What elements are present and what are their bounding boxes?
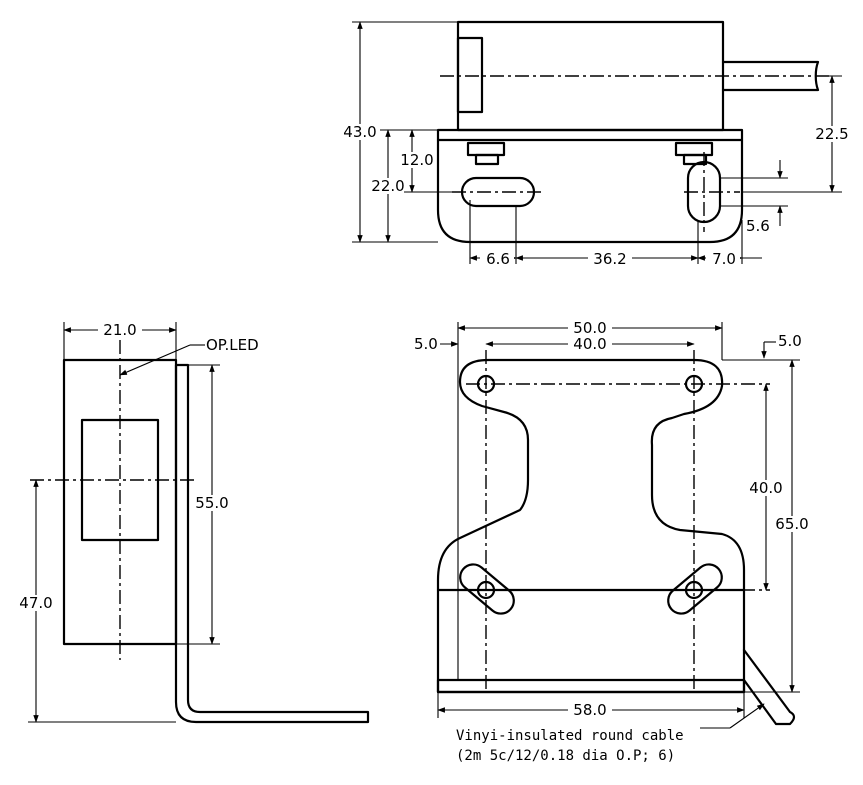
dim-40-top-label: 40.0 (573, 335, 606, 353)
dim-7-label: 7.0 (712, 250, 736, 268)
cable-note-line2: (2m 5c/12/0.18 dia O.P; 6) (456, 748, 675, 764)
dim-22-label: 22.0 (371, 177, 404, 195)
bracket-outline (436, 358, 746, 694)
slot-right (667, 563, 723, 615)
dim-21-label: 21.0 (103, 321, 136, 339)
dim-36-2-label: 36.2 (593, 250, 626, 268)
cable (742, 648, 796, 726)
dim-6-6-label: 6.6 (486, 250, 510, 268)
side-view: 21.0 OP.LED 55.0 47.0 (16, 321, 370, 724)
dim-47-label: 47.0 (19, 594, 52, 612)
dim-40-right-label: 40.0 (749, 479, 782, 497)
side-bracket (174, 363, 370, 724)
bracket-bottom-strip (436, 678, 746, 694)
dim-12-label: 12.0 (400, 151, 433, 169)
dim-5-right-label: 5.0 (778, 332, 802, 350)
dim-50-label: 50.0 (573, 319, 606, 337)
nut-left (466, 141, 506, 166)
dim-22-5-label: 22.5 (815, 125, 848, 143)
bracket-plate (436, 138, 744, 244)
dim-58-label: 58.0 (573, 701, 606, 719)
dim-5-left-label: 5.0 (414, 335, 438, 353)
slot-left (459, 563, 515, 615)
dim-5-6-label: 5.6 (746, 217, 770, 235)
sensor-end-cap (456, 36, 484, 114)
top-view: 43.0 22.0 12.0 22.5 5.6 6.6 (340, 20, 856, 268)
dim-43-label: 43.0 (343, 123, 376, 141)
nut-right (674, 141, 714, 166)
dim-65-label: 65.0 (775, 515, 808, 533)
op-led-label: OP.LED (206, 336, 259, 354)
bracket-flange (436, 128, 744, 142)
cable-note-line1: Vinyi-insulated round cable (456, 728, 684, 744)
front-view: 50.0 40.0 5.0 5.0 40.0 65.0 58.0 Vinyi-i (414, 319, 816, 764)
dim-55-label: 55.0 (195, 494, 228, 512)
